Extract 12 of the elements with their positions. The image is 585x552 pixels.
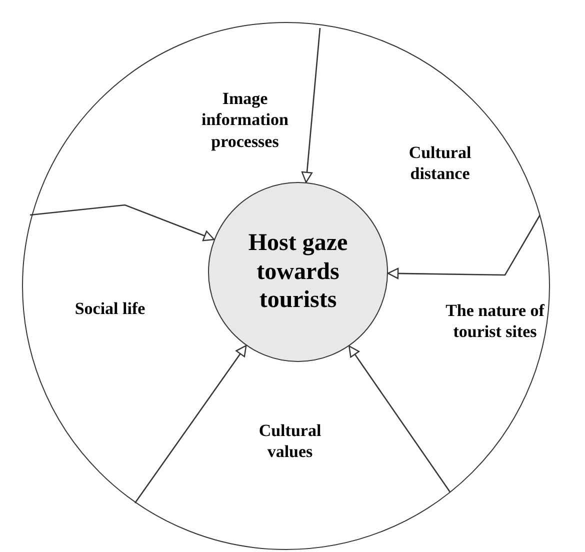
arrow xyxy=(30,204,215,242)
factor-label: Cultural values xyxy=(245,420,335,462)
factor-label: The nature of tourist sites xyxy=(430,300,560,342)
arrow xyxy=(348,345,451,492)
factor-label: Cultural distance xyxy=(380,142,500,184)
center-title: Host gaze towards tourists xyxy=(247,228,349,316)
factor-label: Image information processes xyxy=(185,88,305,152)
factor-label: Social life xyxy=(45,298,175,320)
circle-outline xyxy=(22,22,550,550)
arrow xyxy=(301,28,321,183)
arrow xyxy=(387,214,541,280)
arrow xyxy=(134,344,247,504)
